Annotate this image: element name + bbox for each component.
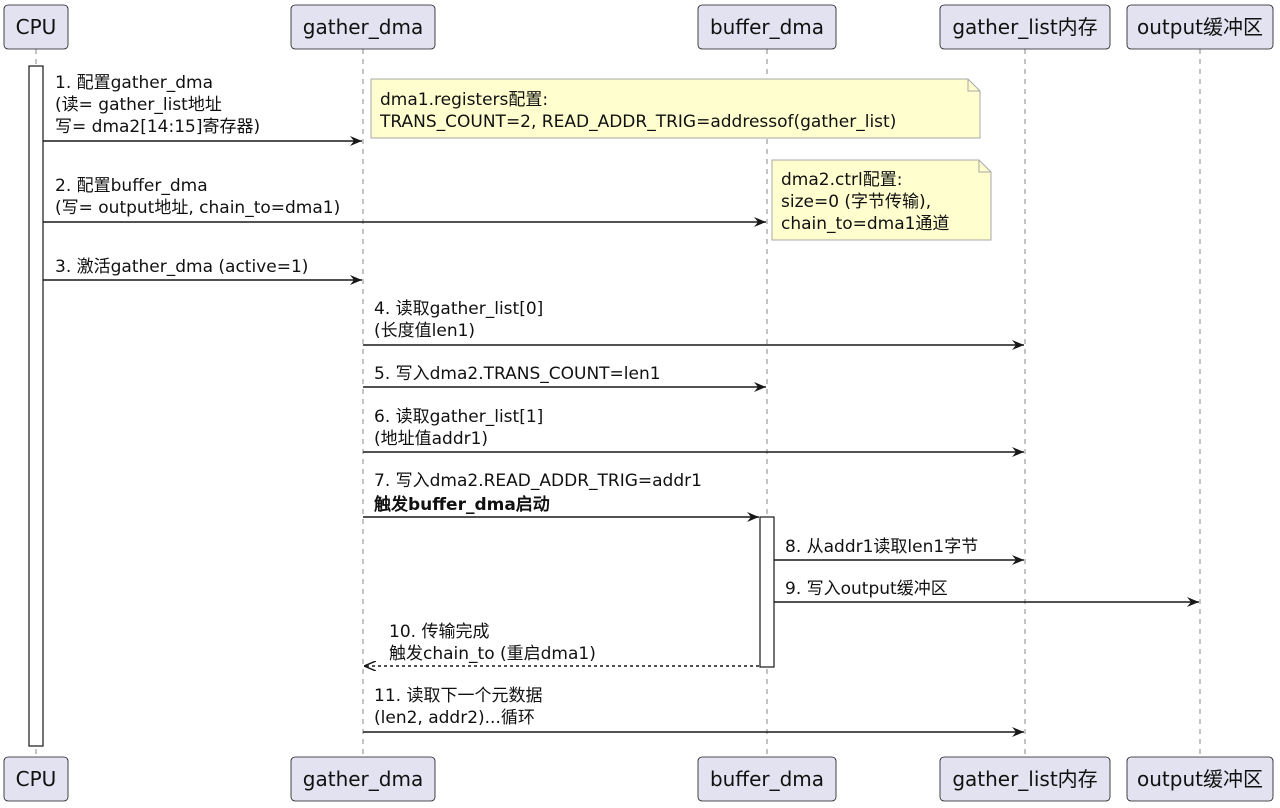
participant-label: CPU [16, 767, 57, 791]
message-label-line: 9. 写入output缓冲区 [785, 579, 948, 599]
note-text-line: dma1.registers配置: [380, 90, 548, 110]
message-4: 4. 读取gather_list[0](长度值len1) [363, 299, 1024, 350]
participant-cpu-bottom: CPU [3, 756, 69, 802]
participant-list-bottom: gather_list内存 [939, 756, 1111, 802]
message-label-line: 4. 读取gather_list[0] [374, 299, 543, 319]
participant-list-top: gather_list内存 [939, 4, 1111, 50]
participant-label: buffer_dma [710, 15, 824, 39]
message-label-line: 10. 传输完成 [389, 622, 489, 642]
participant-label: buffer_dma [710, 767, 824, 791]
message-label-line: 5. 写入dma2.TRANS_COUNT=len1 [374, 364, 661, 384]
note-2: dma2.ctrl配置:size=0 (字节传输),chain_to=dma1通… [771, 159, 992, 241]
message-label-line: 6. 读取gather_list[1] [374, 407, 543, 427]
message-label-line: (地址值addr1) [374, 429, 488, 449]
message-label-line: 1. 配置gather_dma [55, 73, 213, 93]
participant-label: gather_dma [303, 767, 423, 791]
message-label-line: 触发buffer_dma启动 [373, 494, 550, 515]
message-2: 2. 配置buffer_dma(写= output地址, chain_to=dm… [43, 176, 766, 227]
participant-out-top: output缓冲区 [1126, 4, 1274, 50]
participant-buffer-top: buffer_dma [697, 4, 837, 50]
message-label-line: 写= dma2[14:15]寄存器) [55, 117, 260, 137]
message-label-line: 7. 写入dma2.READ_ADDR_TRIG=addr1 [374, 471, 702, 491]
message-label-line: (写= output地址, chain_to=dma1) [55, 198, 340, 218]
message-8: 8. 从addr1读取len1字节 [774, 537, 1024, 565]
message-label-line: 8. 从addr1读取len1字节 [785, 537, 978, 557]
participant-label: gather_dma [303, 15, 423, 39]
participant-label: output缓冲区 [1137, 767, 1263, 791]
participant-label: gather_list内存 [952, 15, 1097, 39]
activation-bar-buffer [759, 516, 775, 668]
participant-out-bottom: output缓冲区 [1126, 756, 1274, 802]
activation-bar-cpu [28, 65, 44, 747]
message-label-line: 11. 读取下一个元数据 [374, 686, 542, 706]
note-1: dma1.registers配置:TRANS_COUNT=2, READ_ADD… [370, 78, 981, 139]
message-6: 6. 读取gather_list[1](地址值addr1) [363, 407, 1024, 457]
participant-gather-bottom: gather_dma [290, 756, 436, 802]
message-label-line: (读= gather_list地址 [55, 95, 222, 115]
participant-buffer-bottom: buffer_dma [697, 756, 837, 802]
note-text-line: size=0 (字节传输), [781, 192, 931, 212]
message-11: 11. 读取下一个元数据(len2, addr2)...循环 [363, 686, 1024, 737]
message-5: 5. 写入dma2.TRANS_COUNT=len1 [363, 364, 766, 392]
note-text-line: chain_to=dma1通道 [781, 214, 949, 234]
participant-label: output缓冲区 [1137, 15, 1263, 39]
participant-cpu-top: CPU [3, 4, 69, 50]
message-label-line: 2. 配置buffer_dma [55, 176, 208, 196]
message-3: 3. 激活gather_dma (active=1) [43, 257, 362, 285]
participant-label: CPU [16, 15, 57, 39]
message-7: 7. 写入dma2.READ_ADDR_TRIG=addr1 触发buffer_d… [363, 471, 759, 522]
message-label-line: (len2, addr2)...循环 [374, 708, 535, 728]
message-label-line: (长度值len1) [374, 321, 475, 341]
message-label-line: 触发chain_to (重启dma1) [389, 644, 596, 664]
note-text-line: dma2.ctrl配置: [781, 170, 902, 190]
message-9: 9. 写入output缓冲区 [774, 579, 1199, 607]
participant-label: gather_list内存 [952, 767, 1097, 791]
note-text-line: TRANS_COUNT=2, READ_ADDR_TRIG=addressof(… [379, 112, 896, 132]
participant-gather-top: gather_dma [290, 4, 436, 50]
message-label-line: 3. 激活gather_dma (active=1) [55, 257, 308, 277]
